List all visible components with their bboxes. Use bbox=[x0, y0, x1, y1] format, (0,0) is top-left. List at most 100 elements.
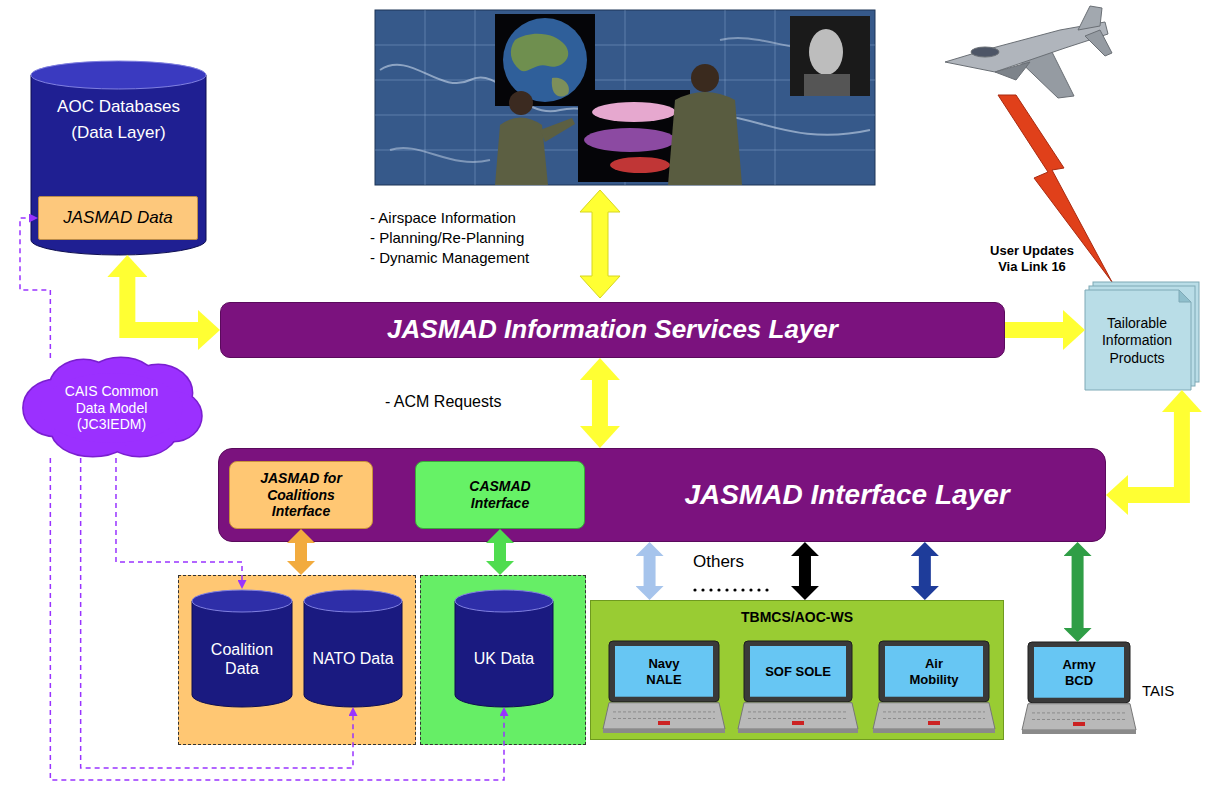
video-panel bbox=[790, 16, 870, 96]
document-stack: Tailorable Information Products bbox=[1085, 282, 1199, 390]
officer-arm bbox=[540, 118, 575, 142]
system-box: TBMCS/AOC-WS Navy NALE SOF SOLE Air Mobilit… bbox=[590, 600, 1004, 740]
database-cylinder-outline-part bbox=[192, 601, 292, 707]
database-cylinder: AOC Databases (Data Layer) JASMAD Data bbox=[30, 60, 207, 255]
laptop-screen-outline-part bbox=[738, 729, 858, 733]
chart-ring bbox=[610, 157, 670, 173]
label-text: - Planning/Re-Planning bbox=[370, 229, 524, 247]
database-cylinder-outline-part bbox=[31, 61, 206, 89]
laptop-screen: Army BCD bbox=[1022, 642, 1136, 734]
database-cylinder-outline-part bbox=[304, 590, 402, 612]
node-text: Coalition Data bbox=[197, 640, 287, 678]
laptop-screen-outline-part bbox=[613, 711, 715, 712]
laptop-screen-outline-part bbox=[879, 641, 989, 702]
laptop-screen-outline-part bbox=[738, 703, 858, 729]
laptop-screen-outline-part bbox=[873, 729, 995, 733]
laptop-screen-outline-part bbox=[1034, 647, 1124, 698]
node-text: JASMAD Information Services Layer bbox=[387, 314, 838, 345]
interface-box: JASMAD for Coalitions Interface bbox=[229, 461, 373, 529]
group-box: UK Data bbox=[420, 575, 586, 745]
label-text: - Airspace Information bbox=[370, 209, 516, 227]
laptop-screen-outline-part bbox=[792, 721, 804, 725]
label-holder: - Dynamic Management bbox=[370, 249, 529, 267]
briefing-photo bbox=[375, 10, 875, 185]
label-text: Others bbox=[693, 552, 744, 572]
laptop-screen-outline-part bbox=[1022, 704, 1136, 730]
laptop-screen-outline-part bbox=[609, 641, 719, 702]
database-cylinder-outline bbox=[454, 589, 554, 707]
jet-stabilizer bbox=[1085, 30, 1112, 56]
data-model-cloud: CAIS Common Data Model (JC3IEDM) bbox=[18, 358, 205, 458]
database-cylinder: UK Data bbox=[454, 589, 554, 707]
globe-land bbox=[511, 34, 568, 71]
chart-ring bbox=[584, 128, 676, 152]
ellipsis-dots-part bbox=[765, 588, 768, 591]
database-cylinder: NATO Data bbox=[303, 589, 403, 707]
layer-bar: JASMAD Information Services Layer bbox=[220, 302, 1005, 358]
laptop-screen-outline-part bbox=[873, 703, 995, 729]
data-store-box: JASMAD Data bbox=[38, 196, 198, 240]
node-text: Navy NALE bbox=[629, 656, 699, 687]
ellipsis-dots-part bbox=[749, 588, 752, 591]
database-cylinder: Coalition Data bbox=[191, 589, 293, 707]
label-text: - Dynamic Management bbox=[370, 249, 529, 267]
node-text: Tailorable Information Products bbox=[1089, 315, 1185, 368]
connector bbox=[20, 218, 50, 358]
laptop-screen-outline-part bbox=[883, 711, 985, 712]
ellipsis-dots-part bbox=[733, 588, 736, 591]
laptop-screen-outline-part bbox=[744, 641, 852, 702]
connector bbox=[592, 380, 608, 426]
officer-head bbox=[691, 64, 719, 92]
officer-figure bbox=[668, 92, 742, 185]
edge-label: - ACM Requests bbox=[385, 393, 501, 411]
officer-figure bbox=[495, 118, 548, 186]
laptop-screen: Air Mobility bbox=[873, 641, 995, 733]
node-text: TBMCS/AOC-WS bbox=[741, 609, 853, 626]
connector bbox=[50, 458, 504, 780]
laptop-screen-outline-part bbox=[748, 711, 848, 712]
layer-bar: JASMAD Interface Layer JASMAD for Coaliti… bbox=[218, 448, 1106, 542]
label-text: User Updates Via Link 16 bbox=[985, 243, 1079, 274]
briefing-photo-part bbox=[375, 10, 875, 185]
database-cylinder-outline-part bbox=[455, 601, 553, 707]
laptop-screen-outline-part bbox=[1022, 730, 1136, 734]
laptop-screen: Navy NALE bbox=[603, 641, 725, 733]
map-grid-part bbox=[425, 10, 426, 185]
node-text: JASMAD Interface Layer bbox=[684, 478, 1009, 512]
connector bbox=[81, 458, 353, 768]
globe-land bbox=[552, 78, 569, 97]
laptop-screen-outline-part bbox=[928, 721, 940, 725]
group-box: Coalition Data NATO Data bbox=[178, 575, 416, 745]
map-grid-part bbox=[775, 10, 776, 185]
ellipsis-dots-part bbox=[701, 588, 704, 591]
data-model-cloud-outline-part bbox=[40, 373, 182, 443]
node-text: CASMAD Interface bbox=[446, 478, 554, 512]
laptop-screen-outline-part bbox=[750, 646, 846, 697]
laptop-screen-outline-part bbox=[603, 703, 725, 729]
interface-box: CASMAD Interface bbox=[415, 461, 585, 529]
database-cylinder-outline-part bbox=[304, 601, 402, 707]
map-grid bbox=[375, 10, 875, 185]
node-text: JASMAD Data bbox=[63, 208, 173, 228]
connector bbox=[127, 277, 198, 330]
chart-ring bbox=[592, 102, 676, 122]
officer-head bbox=[509, 91, 533, 115]
jet-tail bbox=[1078, 6, 1102, 30]
ellipsis-dots-part bbox=[693, 588, 696, 591]
globe bbox=[503, 18, 587, 102]
node-text: AOC Databases (Data Layer) bbox=[38, 94, 199, 145]
node-text: JASMAD for Coalitions Interface bbox=[238, 470, 364, 520]
connector bbox=[116, 458, 242, 580]
connector bbox=[799, 556, 811, 586]
label-holder: - Airspace Information bbox=[370, 209, 516, 227]
laptop-screen-outline-part bbox=[1028, 642, 1130, 703]
document-stack-outline-part bbox=[1085, 290, 1191, 390]
video-shoulders bbox=[804, 74, 850, 96]
document-stack-outline-part bbox=[1179, 290, 1191, 302]
node-text: SOF SOLE bbox=[765, 664, 831, 680]
label-holder: - Planning/Re-Planning bbox=[370, 229, 524, 247]
laptop-screen-outline-part bbox=[1032, 712, 1126, 713]
